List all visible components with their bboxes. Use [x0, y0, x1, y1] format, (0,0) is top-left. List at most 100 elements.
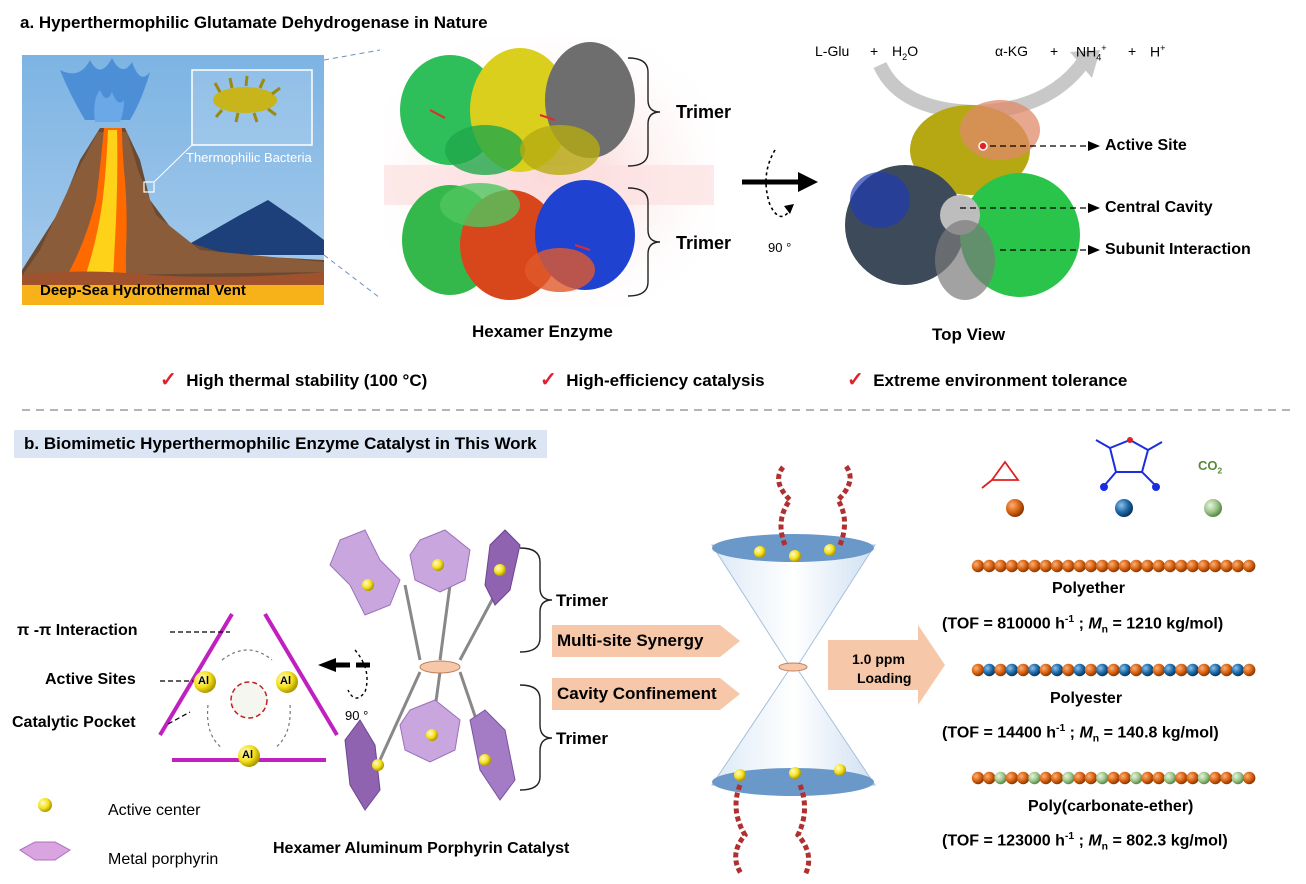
- product-stats-3: (TOF = 123000 h-1 ; Mn = 802.3 kg/mol): [942, 831, 1228, 853]
- chain-bead: [1197, 559, 1211, 573]
- loading-label-2: Loading: [857, 670, 912, 686]
- brace-b-bottom: [519, 684, 553, 791]
- rotation-arrow-b: [318, 658, 336, 672]
- chain-bead: [1062, 559, 1075, 573]
- chain-bead: [1209, 771, 1222, 785]
- subunit-interaction-label: Subunit Interaction: [1105, 241, 1251, 258]
- chain-polyester: [971, 663, 1256, 677]
- bead-epoxide: [1006, 499, 1024, 517]
- chain-bead: [1163, 663, 1177, 677]
- chain-bead: [1197, 771, 1211, 785]
- reaction-nh4: NH4+: [1076, 43, 1107, 63]
- chain-bead: [1186, 559, 1199, 573]
- anhydride-structure: [1095, 437, 1163, 491]
- chain-polyether: [971, 559, 1256, 573]
- chain-bead: [1062, 663, 1075, 677]
- trimer-label-a-top: Trimer: [676, 102, 732, 122]
- chain-bead: [1050, 663, 1064, 677]
- chain-bead: [1028, 559, 1041, 573]
- legend-active-icon: [38, 798, 52, 812]
- chain-bead: [994, 663, 1007, 677]
- co2-label: CO2: [1198, 458, 1223, 476]
- al-site-bottom: [238, 745, 260, 767]
- chain-bead: [1050, 771, 1064, 785]
- legend-porphyrin-icon: [19, 841, 71, 861]
- chain-bead: [1028, 663, 1041, 677]
- panel-b-title: b. Biomimetic Hyperthermophilic Enzyme C…: [14, 430, 547, 458]
- chain-bead: [1231, 771, 1245, 785]
- chain-bead: [1175, 771, 1188, 785]
- chain-bead: [1107, 559, 1120, 573]
- chain-bead: [994, 559, 1007, 573]
- catalytic-pocket-label: Catalytic Pocket: [12, 714, 136, 731]
- chain-bead: [1243, 771, 1256, 785]
- check-icon: ✓: [540, 369, 557, 391]
- chain-bead: [1005, 663, 1019, 677]
- chain-bead: [1118, 663, 1132, 677]
- chain-bead: [1130, 771, 1143, 785]
- chain-bead: [1118, 559, 1132, 573]
- chain-bead: [1017, 559, 1030, 573]
- chain-bead: [1107, 663, 1120, 677]
- hexamer-catalyst-image: [329, 529, 521, 811]
- chain-bead: [1050, 559, 1064, 573]
- chain-bead: [1163, 771, 1177, 785]
- chain-bead: [1028, 771, 1041, 785]
- reaction-plus-1: +: [870, 43, 879, 59]
- chain-bead: [1152, 663, 1166, 677]
- chain-bead: [1175, 559, 1188, 573]
- chain-bead: [1209, 663, 1222, 677]
- product-stats-2: (TOF = 14400 h-1 ; Mn = 140.8 kg/mol): [942, 723, 1219, 745]
- chain-bead: [1163, 559, 1177, 573]
- chain-bead: [1096, 559, 1109, 573]
- trimer-label-b-top: Trimer: [556, 591, 608, 610]
- bead-co2: [1204, 499, 1222, 517]
- chain-bead: [1186, 771, 1199, 785]
- triangle-model: [158, 612, 339, 762]
- reaction-h: H+: [1150, 43, 1166, 60]
- check-icon: ✓: [160, 369, 177, 391]
- top-view-image: [845, 100, 1080, 300]
- zoom-line-top: [323, 49, 381, 61]
- chain-bead: [1220, 771, 1233, 785]
- chain-bead: [1039, 663, 1053, 677]
- product-name-2: Polyester: [1050, 690, 1123, 707]
- chain-bead: [1005, 559, 1019, 573]
- chain-bead: [1073, 559, 1086, 573]
- chain-bead: [1186, 663, 1199, 677]
- active-sites-label: Active Sites: [45, 671, 136, 688]
- hourglass-cavity: [711, 463, 876, 877]
- pi-interaction-label: π -π Interaction: [17, 622, 138, 639]
- product-name-3: Poly(carbonate-ether): [1028, 798, 1194, 815]
- triangle-label-arrows: [160, 631, 230, 725]
- volcano-scene: [22, 55, 324, 305]
- feature-tolerance: ✓ Extreme environment tolerance: [847, 369, 1128, 391]
- chain-bead: [1141, 559, 1154, 573]
- hexamer-enzyme-label: Hexamer Enzyme: [472, 322, 613, 341]
- arrow-cavity: [552, 678, 740, 710]
- feature-catalysis: ✓ High-efficiency catalysis: [540, 369, 765, 391]
- arrow-multisite: [552, 625, 740, 657]
- chain-bead: [1084, 663, 1098, 677]
- chain-bead: [1130, 559, 1143, 573]
- reaction-plus-3: +: [1128, 43, 1137, 59]
- chain-bead: [1197, 663, 1211, 677]
- chain-bead: [1096, 663, 1109, 677]
- multisite-label: Multi-site Synergy: [557, 631, 704, 650]
- legend-active-label: Active center: [108, 802, 201, 819]
- chain-bead: [1175, 663, 1188, 677]
- reaction-akg: α-KG: [995, 43, 1028, 59]
- chain-bead: [1231, 559, 1245, 573]
- al-site-right: [276, 671, 298, 693]
- central-cavity-label: Central Cavity: [1105, 199, 1213, 216]
- chain-bead: [1073, 663, 1086, 677]
- product-name-1: Polyether: [1052, 580, 1125, 597]
- chain-bead: [1152, 559, 1166, 573]
- feature-thermal: ✓ High thermal stability (100 °C): [160, 369, 428, 391]
- chain-bead: [971, 663, 985, 677]
- chain-bead: [1073, 771, 1086, 785]
- bead-anhydride: [1115, 499, 1133, 517]
- chain-bead: [1118, 771, 1132, 785]
- reaction-plus-2: +: [1050, 43, 1059, 59]
